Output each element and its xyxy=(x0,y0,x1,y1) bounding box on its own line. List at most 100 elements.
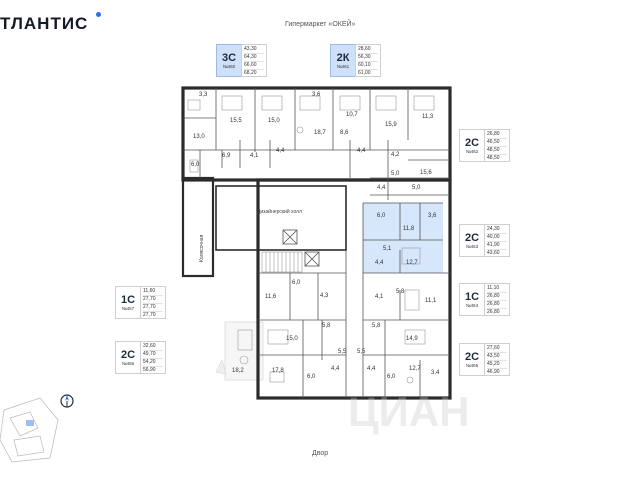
room-area: 5,8 xyxy=(396,289,405,295)
hall-wall xyxy=(215,185,347,251)
card-value: 26,80 xyxy=(487,301,507,309)
card-value: 56,30 xyxy=(358,54,378,62)
room-area: 6,0 xyxy=(377,213,386,219)
room-area: 18,7 xyxy=(314,130,326,136)
card-value: 11,60 xyxy=(143,288,163,296)
furniture xyxy=(187,95,435,384)
card-number: №457 xyxy=(121,305,135,311)
room-area: 4,4 xyxy=(375,260,384,266)
card-type: 2К xyxy=(336,51,350,64)
card-number: №465 xyxy=(465,362,479,368)
card-number: №463 xyxy=(465,243,479,249)
card-value: 27,60 xyxy=(487,345,507,353)
card-type: 2С xyxy=(464,350,480,363)
card-type: 2С xyxy=(120,348,136,361)
room-area: 6,0 xyxy=(191,162,200,168)
bottom-orientation-label: Двор xyxy=(312,450,329,457)
room-area: 4,3 xyxy=(320,293,329,299)
room-area: 11,8 xyxy=(403,226,415,232)
compass-icon xyxy=(60,394,74,408)
top-orientation-label: Гипермаркет «ОКЕЙ» xyxy=(285,21,356,28)
card-value: 26,80 xyxy=(487,131,507,139)
room-area: 5,5 xyxy=(357,349,366,355)
bottom-partitions xyxy=(258,202,450,398)
room-area: 15,5 xyxy=(230,118,242,124)
card-value: 45,20 xyxy=(487,361,507,369)
card-type: 2С xyxy=(464,231,480,244)
room-area: 4,4 xyxy=(331,366,340,372)
card-value: 60,10 xyxy=(358,62,378,70)
room-area: 15,0 xyxy=(268,118,280,124)
card-value: 27,70 xyxy=(143,312,156,318)
card-value: 49,70 xyxy=(143,351,163,359)
card-value: 68,20 xyxy=(244,70,257,76)
card-value: 61,00 xyxy=(358,70,371,76)
stroller-room-label: Колясочная xyxy=(199,234,205,262)
stairwell xyxy=(261,251,303,273)
room-area: 13,0 xyxy=(193,134,205,140)
room-area: 3,6 xyxy=(312,92,321,98)
elevator-shafts xyxy=(282,229,320,267)
card-value: 43,30 xyxy=(244,46,264,54)
room-area: 6,0 xyxy=(387,374,396,380)
card-value: 54,20 xyxy=(143,359,163,367)
highlighted-apartment[interactable] xyxy=(363,203,443,273)
room-area: 14,9 xyxy=(406,336,418,342)
room-area: 6,9 xyxy=(222,153,231,159)
card-value: 11,10 xyxy=(487,285,507,293)
room-area: 4,1 xyxy=(250,153,259,159)
card-value: 66,60 xyxy=(244,62,264,70)
room-area: 3,6 xyxy=(428,213,437,219)
room-area: 5,0 xyxy=(391,171,400,177)
card-type: 3С xyxy=(221,51,237,64)
card-number: №460 xyxy=(222,63,236,69)
card-value: 48,50 xyxy=(487,147,507,155)
room-area: 4,4 xyxy=(276,148,285,154)
card-value: 64,30 xyxy=(244,54,264,62)
top-partitions xyxy=(183,88,450,200)
card-number: №456 xyxy=(121,360,135,366)
room-area: 15,9 xyxy=(385,122,397,128)
logo-dot-icon xyxy=(96,12,101,17)
room-area: 15,0 xyxy=(286,336,298,342)
card-value: 48,50 xyxy=(487,155,500,161)
card-value: 28,60 xyxy=(358,46,378,54)
card-value: 24,30 xyxy=(487,226,507,234)
balcony-corner xyxy=(215,359,227,375)
corridor-label: Дизайнерский холл xyxy=(257,208,302,215)
card-value: 40,00 xyxy=(487,234,507,242)
room-area: 5,0 xyxy=(412,185,421,191)
card-type: 1С xyxy=(120,293,136,306)
brand-logo: ТЛАНТИС xyxy=(0,14,89,33)
site-plan-icon xyxy=(0,397,59,463)
room-area: 5,1 xyxy=(383,246,392,252)
room-area: 12,7 xyxy=(406,260,418,266)
room-area: 8,6 xyxy=(340,130,349,136)
room-area: 4,2 xyxy=(391,152,400,158)
room-area: 6,0 xyxy=(307,374,316,380)
card-value: 46,90 xyxy=(487,369,500,375)
card-value: 27,70 xyxy=(143,296,163,304)
stroller-room-wall xyxy=(181,176,215,278)
